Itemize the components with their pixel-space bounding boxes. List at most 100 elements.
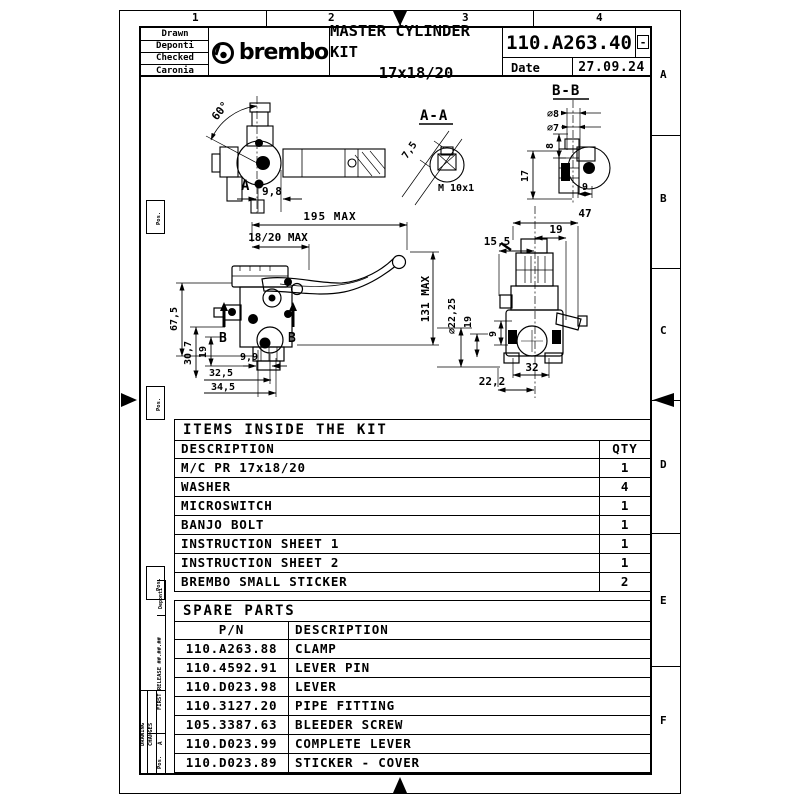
dim-30-7: 30,7 [183,341,194,365]
dim-9: 9 [582,182,588,193]
item-qty-cell: 1 [598,515,652,535]
dim-9-side: 9 [488,331,499,337]
dim-9-8: 9,8 [262,185,282,198]
date-label-cell: Date [503,58,573,77]
pos-box: Pos. [146,386,165,420]
item-description-cell: BREMBO SMALL STICKER [174,572,600,592]
strip-line [157,580,166,581]
zone-row-label: E [660,594,667,607]
dim-dia-22-25: ⌀22,25 [447,298,458,334]
spare-description-cell: LEVER PIN [288,658,651,678]
spare-pn-cell: 110.4592.91 [174,658,289,678]
inner-frame [139,26,652,775]
revision-box: - [637,35,649,49]
spare-description-cell: PIPE FITTING [288,696,651,716]
logo-text: brembo [238,40,329,65]
side-view [494,206,588,398]
section-bb-view [527,98,611,205]
date-label: Date [511,60,540,75]
item-qty-cell: 1 [598,534,652,554]
zone-tick [652,533,681,534]
pos-box: Pos. [146,566,165,600]
spare-col-description: DESCRIPTION [288,621,651,640]
brembo-logo-icon [211,41,234,64]
zone-row-label: F [660,714,667,727]
section-bb-title: B-B [552,83,580,99]
spare-description-cell: CLAMP [288,639,651,659]
zone-tick [533,10,534,26]
dim-131-max: 131 MAX [419,275,432,322]
dim-19-side: 19 [549,223,562,236]
dim-dia-7: ⌀7 [547,123,559,134]
section-b-label-1: B [219,331,227,346]
spare-description-cell: COMPLETE LEVER [288,734,651,754]
title-line-2: 17x18/20 [378,63,454,82]
item-description-cell: BANJO BOLT [174,515,600,535]
section-a-label: A [241,178,250,194]
centering-arrow-top [393,11,407,26]
revision-value: - [639,35,647,49]
spare-pn-cell: 110.D023.99 [174,734,289,754]
spare-description-cell: BLEEDER SCREW [288,715,651,735]
drawing-title: MASTER CYLINDER KIT 17x18/20 [330,22,503,82]
dim-195-max: 195 MAX [303,210,356,223]
zone-column-label: 2 [328,11,335,24]
centering-arrow-right [653,393,674,407]
items-table-title: ITEMS INSIDE THE KIT [173,419,652,441]
part-number: 110.A263.40 [506,31,632,54]
dim-67-5: 67,5 [169,307,180,331]
zone-tick [652,268,681,269]
dim-18-20-max: 18/20 MAX [248,231,308,244]
zone-tick [266,10,267,26]
zone-column-label: 4 [596,11,603,24]
dim-dia-8: ⌀8 [547,109,559,120]
zone-row-label: D [660,458,667,471]
dim-32-5: 32,5 [209,368,233,379]
thread-m10x1: M 10x1 [438,183,474,194]
item-qty-cell: 1 [598,496,652,516]
zone-row-label: B [660,192,667,205]
spare-description-cell: STICKER - COVER [288,753,651,773]
logo-box: brembo [209,28,330,77]
centering-arrow-left [121,393,137,407]
date-value-cell: 27.09.24 [573,58,650,77]
pos-box: Pos. [146,200,165,234]
dim-17: 17 [520,170,531,182]
dim-7-5: 7,5 [400,140,419,161]
centering-arrow-bottom [393,777,407,793]
strip-line [141,690,166,691]
zone-tick [652,666,681,667]
items-inside-kit-table: ITEMS INSIDE THE KIT DESCRIPTION QTY M/C… [173,419,652,592]
spare-description-cell: LEVER [288,677,651,697]
strip-line [147,690,148,775]
spare-pn-cell: 110.D023.98 [174,677,289,697]
section-b-label-2: B [288,331,296,346]
section-aa-view [401,123,465,206]
zone-column-label: 3 [462,11,469,24]
strip-line [156,690,157,775]
spare-pn-cell: 110.D023.89 [174,753,289,773]
strip-line [165,580,166,775]
signature-label: Checked [141,52,209,66]
date-value: 27.09.24 [578,60,645,75]
title-line-1: MASTER CYLINDER KIT [330,22,470,62]
item-description-cell: INSTRUCTION SHEET 1 [174,534,600,554]
items-col-qty: QTY [598,440,652,459]
dim-8: 8 [545,143,556,149]
dim-22-2: 22,2 [479,375,506,388]
spare-pn-cell: 105.3387.63 [174,715,289,735]
